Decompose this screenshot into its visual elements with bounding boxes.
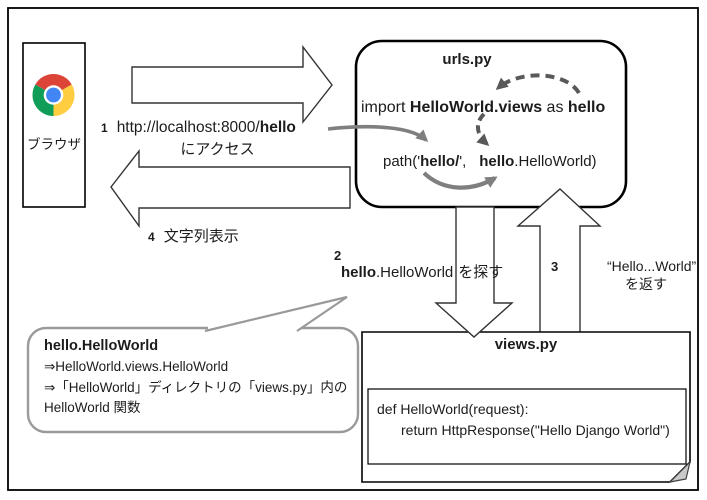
path-route: hello/: [420, 153, 460, 170]
step1-caption: にアクセス: [180, 141, 255, 158]
path-separator: ',: [459, 153, 467, 170]
request-arrow: [131, 44, 333, 125]
step1-url-prefix: http://localhost:8000/: [116, 119, 260, 136]
outer-frame: [7, 7, 699, 491]
step4-number: 4: [148, 230, 155, 244]
callout-tail: [204, 295, 348, 333]
path-view-rest: .HelloWorld): [514, 153, 597, 170]
step2-caption: を探す: [458, 264, 504, 281]
callout-text: hello.HelloWorld ⇒HelloWorld.views.Hello…: [44, 338, 347, 421]
step1-label: 1 http://localhost:8000/hello: [101, 119, 296, 137]
step4-caption: 文字列表示: [163, 228, 239, 245]
callout-line-2: ⇒HelloWorld.views.HelloWorld: [44, 359, 229, 374]
import-module: HelloWorld.views: [409, 99, 543, 116]
path-view-alias: hello: [479, 153, 515, 170]
lookup-arrow: [434, 206, 514, 338]
browser-label: ブラウザ: [27, 137, 81, 152]
import-alias: hello: [567, 99, 606, 116]
path-prefix: path(': [383, 153, 421, 170]
chrome-icon: [32, 73, 75, 116]
views-py-title: views.py: [494, 336, 558, 353]
step3-caption: を返す: [625, 276, 667, 292]
alias-to-module-dashed-arrow: [495, 73, 581, 95]
step3-value: “Hello...World”: [607, 258, 697, 274]
import-statement: import HelloWorld.views as hello: [361, 99, 605, 117]
route-to-view-arrow: [422, 171, 498, 190]
return-arrow: [516, 188, 602, 335]
callout-title: hello.HelloWorld: [44, 338, 159, 354]
step2-target-emphasis: hello: [341, 264, 377, 281]
step1-url-emphasis: hello: [259, 119, 296, 136]
folded-corner: [668, 460, 692, 483]
step2-number: 2: [334, 248, 342, 263]
path-statement: path('hello/', hello.HelloWorld): [383, 153, 597, 170]
module-to-alias-dashed-arrow: [476, 112, 490, 147]
code-line-2: return HttpResponse("Hello Django World"…: [401, 422, 670, 438]
urls-py-title: urls.py: [442, 51, 492, 68]
step2-target-rest: .HelloWorld: [376, 264, 454, 281]
url-to-route-arrow: [327, 124, 429, 143]
callout-bubble: [26, 326, 360, 434]
response-arrow: [110, 148, 351, 229]
step1-number: 1: [101, 121, 108, 135]
code-box: [367, 388, 687, 465]
callout-line-3: ⇒「HelloWorld」ディレクトリの「views.py」内の: [44, 379, 348, 395]
code-line-1: def HelloWorld(request):: [377, 401, 529, 417]
browser-box: [22, 42, 86, 208]
step3-number: 3: [551, 259, 559, 274]
callout-line-4: HelloWorld 関数: [44, 400, 141, 415]
step4-label: 4 文字列表示: [148, 228, 239, 245]
import-as: as: [546, 99, 564, 116]
import-keyword: import: [361, 99, 406, 116]
